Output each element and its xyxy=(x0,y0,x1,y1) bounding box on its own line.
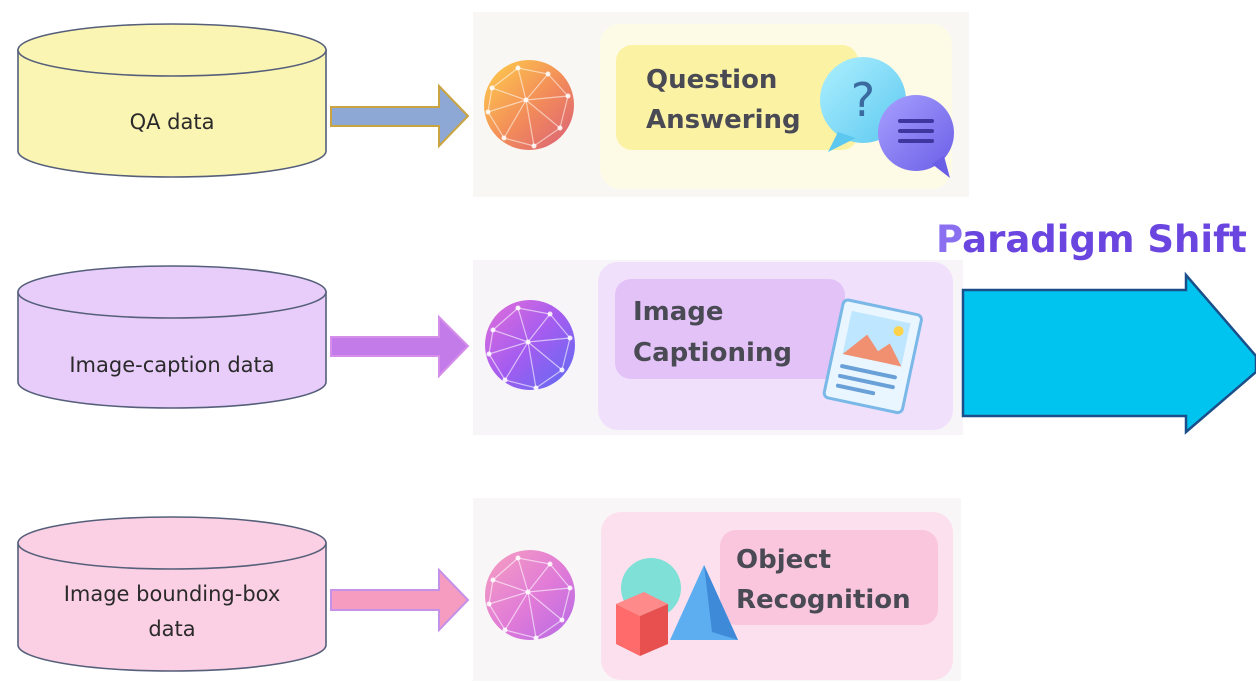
qa-task-line2: Answering xyxy=(646,105,801,135)
picture-icon xyxy=(822,298,923,415)
paradigm-shift-title: Paradigm Shift xyxy=(936,218,1247,261)
caption-data-cylinder: Image-caption data xyxy=(17,265,327,409)
caption-arrow xyxy=(330,314,470,379)
qa-task-line1: Question xyxy=(646,65,777,95)
paradigm-shift-rest: aradigm Shift xyxy=(962,218,1247,261)
speech-bubble-icon: ? xyxy=(820,57,954,178)
qa-data-label: QA data xyxy=(130,110,215,134)
bbox-task-line2: Recognition xyxy=(736,585,911,615)
qa-data-cylinder: QA data xyxy=(17,23,327,178)
svg-text:?: ? xyxy=(851,73,875,127)
bbox-data-label-line2: data xyxy=(148,617,195,641)
bbox-model-icon xyxy=(485,550,575,641)
bbox-arrow xyxy=(330,567,470,633)
paradigm-shift-first-letter: P xyxy=(936,218,962,261)
bbox-data-cylinder: Image bounding-box data xyxy=(17,516,327,672)
bbox-task-line1: Object xyxy=(736,545,831,575)
bbox-data-label-line1: Image bounding-box xyxy=(64,582,281,606)
caption-task-line1: Image xyxy=(633,297,724,327)
caption-model-icon xyxy=(485,300,575,391)
paradigm-shift-arrow xyxy=(961,271,1256,435)
qa-task-panel: Question Answering ? xyxy=(473,12,969,197)
shapes-icon xyxy=(616,558,738,656)
caption-task-line2: Captioning xyxy=(633,338,792,368)
caption-data-label: Image-caption data xyxy=(69,353,274,377)
qa-arrow xyxy=(330,83,470,149)
qa-model-icon xyxy=(484,60,574,150)
